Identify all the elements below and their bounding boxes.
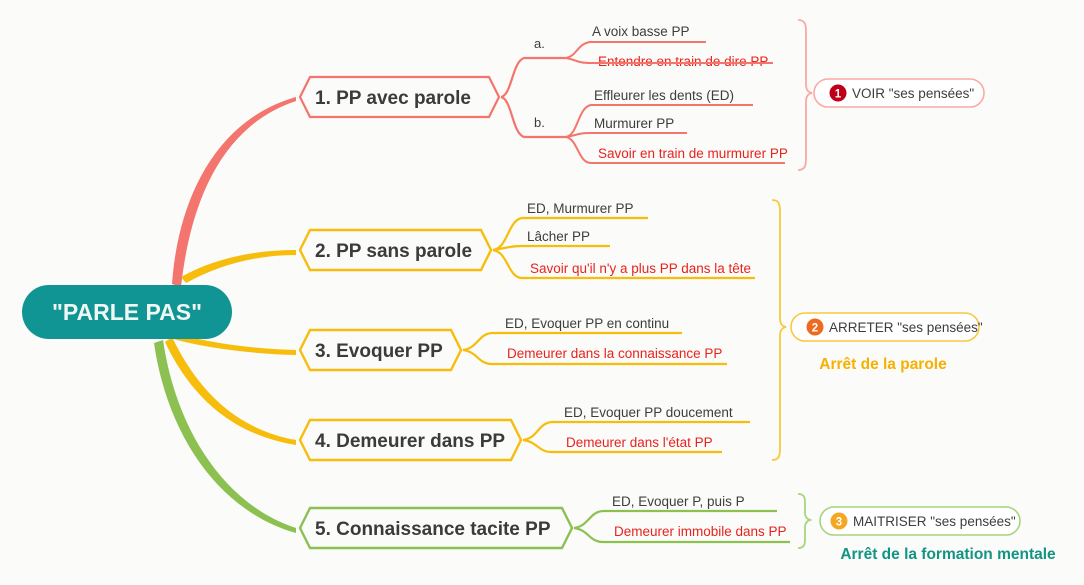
branch-4[interactable]: 4. Demeurer dans PP ED, Evoquer PP douce…	[298, 405, 750, 462]
branch-1-a-leaf-connector-0	[565, 41, 706, 59]
branch-1-b-leaf-connector-2	[565, 136, 785, 164]
branch-2-leaf-2: Savoir qu'il n'y a plus PP dans la tête	[530, 261, 751, 276]
branch-1-b-leaf-connector-1	[565, 132, 687, 138]
trunk-connectors	[154, 97, 296, 533]
branch-2-leaf-connector-1	[492, 244, 610, 252]
branch-3-leaf-connector-1	[462, 348, 727, 366]
callout-1-badge	[829, 84, 847, 102]
branch-2-leaf-0: ED, Murmurer PP	[527, 201, 634, 216]
branch-2[interactable]: 2. PP sans parole ED, Murmurer PP Lâcher…	[298, 201, 755, 280]
branch-3[interactable]: 3. Evoquer PP ED, Evoquer PP en continu …	[298, 316, 727, 372]
callout-1-shape	[813, 78, 985, 108]
central-node[interactable]: "PARLE PAS"	[22, 285, 232, 339]
branch-1[interactable]: 1. PP avec parole a. A voix basse PP Ent…	[298, 24, 788, 164]
branch-5[interactable]: 5. Connaissance tacite PP ED, Evoquer P,…	[298, 494, 790, 550]
branch-1-a-leaf-0: A voix basse PP	[592, 24, 690, 39]
branch-4-leaf-0: ED, Evoquer PP doucement	[564, 405, 733, 420]
branch-3-leaf-connector-0	[462, 331, 682, 352]
branch-1-b-leaf-0: Effleurer les dents (ED)	[594, 88, 734, 103]
branch-3-leaf-1: Demeurer dans la connaissance PP	[507, 346, 722, 361]
branch-5-leaf-0: ED, Evoquer P, puis P	[612, 494, 745, 509]
branch-5-label: 5. Connaissance tacite PP	[315, 519, 551, 540]
brace-2	[771, 199, 787, 461]
branch-1-split-b	[500, 95, 566, 139]
branch-2-label: 2. PP sans parole	[315, 241, 472, 262]
branch-1-marker-b: b.	[534, 115, 545, 130]
branch-2-leaf-1: Lâcher PP	[527, 229, 590, 244]
branch-5-leaf-connector-1	[573, 526, 790, 544]
brace-1	[797, 19, 813, 171]
branch-1-marker-a: a.	[534, 36, 545, 51]
branch-4-label: 4. Demeurer dans PP	[315, 431, 505, 452]
branch-4-leaf-connector-0	[522, 420, 750, 442]
branch-1-a-leaf-connector-1	[565, 57, 773, 64]
central-node-label: "PARLE PAS"	[52, 299, 202, 325]
branch-4-leaf-connector-1	[522, 438, 722, 454]
callout-2[interactable]: 2 ARRETER "ses pensées" Arrêt de la paro…	[790, 312, 983, 373]
callout-1-badge-number: 1	[835, 89, 842, 101]
callout-3-summary: Arrêt de la formation mentale	[840, 546, 1056, 563]
trunk-connector-1	[172, 97, 296, 287]
branch-3-shape	[298, 328, 463, 372]
callout-2-label: ARRETER "ses pensées"	[829, 320, 983, 335]
callout-3-badge	[830, 512, 848, 530]
branch-3-label: 3. Evoquer PP	[315, 341, 443, 362]
callout-3-label: MAITRISER "ses pensées"	[853, 514, 1016, 529]
branch-4-shape	[298, 418, 523, 462]
trunk-connector-2	[181, 250, 296, 283]
trunk-connector-3	[173, 334, 296, 355]
callout-3[interactable]: 3 MAITRISER "ses pensées" Arrêt de la fo…	[819, 506, 1056, 563]
central-node-shape	[22, 285, 232, 339]
branch-1-label: 1. PP avec parole	[315, 88, 471, 109]
callout-2-summary: Arrêt de la parole	[819, 356, 947, 373]
branch-3-leaf-0: ED, Evoquer PP en continu	[505, 316, 669, 331]
callout-1[interactable]: 1 VOIR "ses pensées"	[813, 78, 985, 108]
callout-2-badge-number: 2	[812, 323, 818, 335]
callout-3-shape	[819, 506, 1021, 536]
callout-1-label: VOIR "ses pensées"	[852, 86, 974, 101]
brace-3	[797, 493, 813, 549]
branch-1-a-leaf-1: Entendre en train de dire PP	[598, 54, 768, 69]
branch-5-leaf-connector-0	[573, 509, 777, 530]
group-braces	[771, 19, 813, 549]
branch-5-leaf-1: Demeurer immobile dans PP	[614, 524, 787, 539]
branch-1-b-leaf-2: Savoir en train de murmurer PP	[598, 146, 788, 161]
branch-1-shape	[298, 75, 501, 119]
branch-1-split-a	[500, 56, 566, 99]
branch-1-b-leaf-1: Murmurer PP	[594, 116, 674, 131]
branch-2-shape	[298, 228, 493, 272]
callout-3-badge-number: 3	[836, 517, 842, 529]
branch-5-shape	[298, 506, 574, 550]
callout-2-shape	[790, 312, 980, 342]
callout-2-badge	[806, 318, 824, 336]
branch-2-leaf-connector-2	[492, 248, 755, 280]
branch-4-leaf-1: Demeurer dans l'état PP	[566, 435, 713, 450]
